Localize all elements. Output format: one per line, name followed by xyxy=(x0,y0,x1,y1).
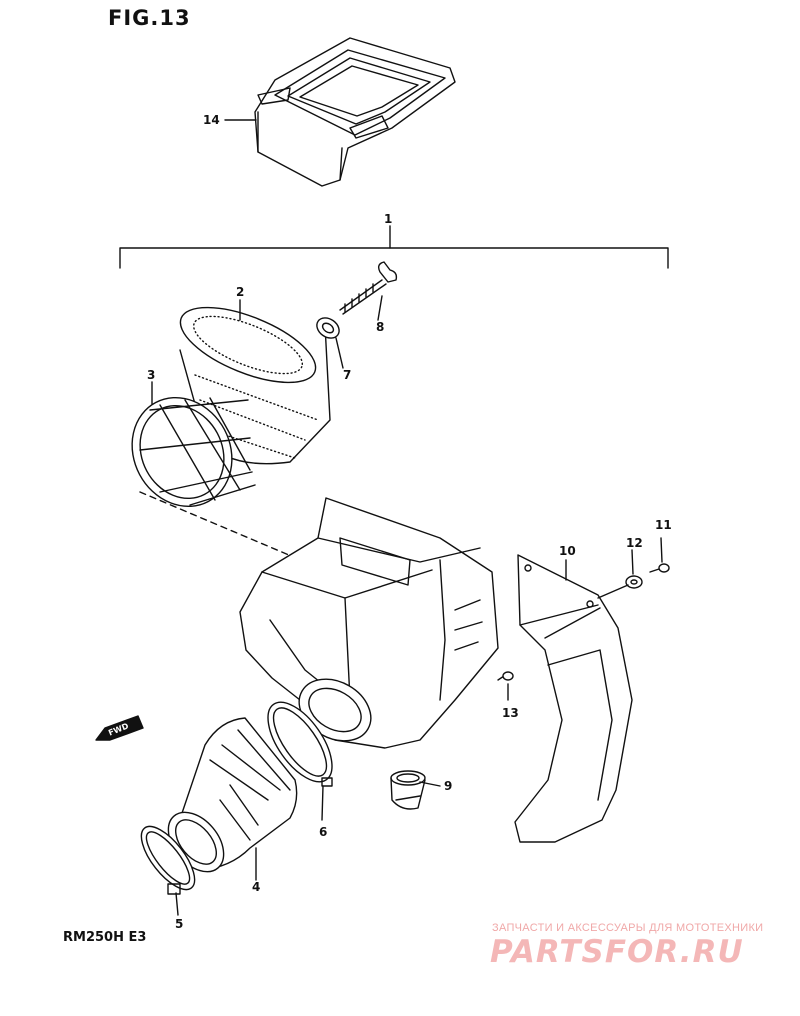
part-6-clamp xyxy=(267,701,333,787)
part-7-seal-washer xyxy=(316,317,340,339)
callout-2: 2 xyxy=(236,285,245,299)
part-13-screw xyxy=(497,671,514,681)
part-5-clamp xyxy=(140,825,196,895)
model-code: RM250H E3 xyxy=(63,930,147,945)
callout-12: 12 xyxy=(626,536,643,550)
part-11-screw xyxy=(649,563,670,573)
callout-7: 7 xyxy=(343,368,352,382)
part-4-intake-boot xyxy=(167,717,298,873)
part-14-cover xyxy=(254,37,456,187)
watermark-brand: PARTSFOR.RU xyxy=(490,934,744,970)
air-cleaner-box xyxy=(239,497,499,749)
part-10-side-duct xyxy=(514,554,633,843)
figure-title: FIG.13 xyxy=(108,6,191,30)
callout-10: 10 xyxy=(559,544,576,558)
callout-1: 1 xyxy=(384,212,393,226)
part-9-grommet xyxy=(390,770,426,810)
callout-3: 3 xyxy=(147,368,156,382)
fastener-line-12 xyxy=(597,584,629,599)
part-12-nut xyxy=(625,575,643,589)
callout-5: 5 xyxy=(175,917,184,931)
callout-4: 4 xyxy=(252,880,261,894)
fastener-line-10 xyxy=(544,607,601,639)
watermark-tagline: ЗАПЧАСТИ И АКСЕССУАРЫ ДЛЯ МОТОТЕХНИКИ xyxy=(492,922,764,934)
callout-8: 8 xyxy=(376,320,385,334)
fwd-arrow-icon xyxy=(95,715,144,741)
part-3-filter-cage xyxy=(131,396,256,508)
callout-6: 6 xyxy=(319,825,328,839)
assembly-bracket xyxy=(119,225,669,269)
callout-9: 9 xyxy=(444,779,453,793)
callout-13: 13 xyxy=(502,706,519,720)
callout-11: 11 xyxy=(655,518,672,532)
callout-14: 14 xyxy=(203,113,220,127)
leader-lines xyxy=(151,119,663,916)
part-8-wing-bolt xyxy=(339,261,398,315)
